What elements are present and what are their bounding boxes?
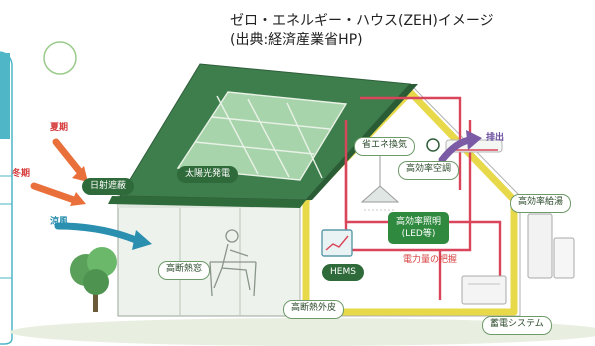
house-front-wall xyxy=(117,195,301,317)
label-ventilation: 省エネ換気 xyxy=(354,137,416,156)
label-sun-shading: 日射遮蔽 xyxy=(82,178,135,195)
label-exhaust: 排出 xyxy=(486,133,505,143)
label-winter: 冬期 xyxy=(12,169,31,179)
label-efficient-lighting-main: 高効率照明 xyxy=(396,217,442,227)
ground xyxy=(10,318,595,346)
label-efficient-lighting-sub: (LED等) xyxy=(401,229,436,239)
hems-monitor-icon xyxy=(321,229,353,257)
sun-icon xyxy=(43,41,77,75)
label-storage-battery: 蓄電システム xyxy=(482,316,552,335)
label-power-visualization: 電力量の把握 xyxy=(403,255,458,265)
water-heater-icon xyxy=(527,213,575,279)
label-summer: 夏期 xyxy=(50,123,69,133)
label-efficient-aircon: 高効率空調 xyxy=(398,161,460,180)
caption: ゼロ・エネルギー・ハウス(ZEH)イメージ (出典:経済産業省HP) xyxy=(230,12,494,50)
label-cool-breeze: 涼風 xyxy=(50,217,69,227)
solar-panel-array xyxy=(176,91,348,181)
person-icon xyxy=(209,229,257,297)
winter-sun-arrow xyxy=(30,182,86,206)
label-hems: HEMS xyxy=(322,264,364,281)
label-insulated-window: 高断熱窓 xyxy=(158,261,211,280)
caption-title: ゼロ・エネルギー・ハウス(ZEH)イメージ xyxy=(230,13,494,29)
tree-icon xyxy=(70,247,117,312)
summer-sun-arrow xyxy=(52,138,88,182)
label-efficient-water-heater: 高効率給湯 xyxy=(510,194,572,213)
label-insulated-envelope: 高断熱外皮 xyxy=(283,300,345,319)
ventilation-fan-icon xyxy=(426,138,440,152)
label-efficient-lighting: 高効率照明 (LED等) xyxy=(388,212,450,244)
label-solar-power: 太陽光発電 xyxy=(177,166,239,183)
caption-source: (出典:経済産業省HP) xyxy=(230,32,363,48)
exhaust-arrow xyxy=(438,130,482,164)
cool-breeze-arrow xyxy=(54,222,152,250)
side-panel-frame xyxy=(0,51,13,345)
lamp-icon xyxy=(360,152,400,211)
storage-battery-icon xyxy=(461,275,507,305)
